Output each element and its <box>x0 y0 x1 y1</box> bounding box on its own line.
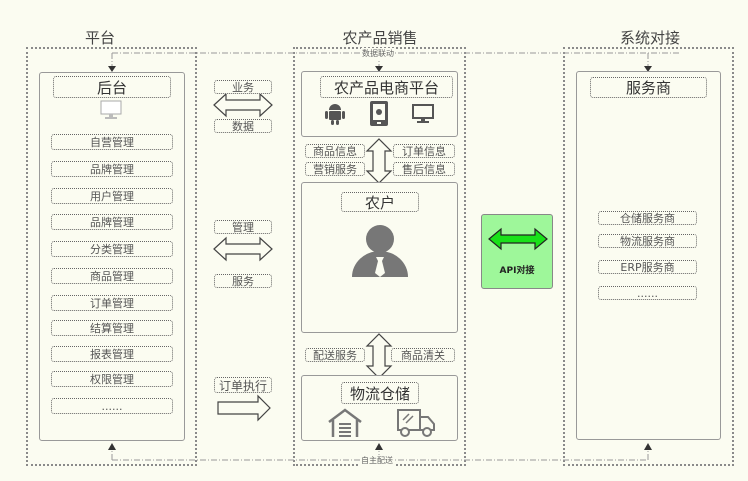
provider-item: ERP服务商 <box>598 260 697 274</box>
label-delivery-service: 配送服务 <box>305 348 365 362</box>
vertical-double-arrow-top <box>365 138 393 184</box>
label-data: 数据 <box>214 119 272 133</box>
ecommerce-title: 农产品电商平台 <box>320 76 453 98</box>
platform-panel-title: 后台 <box>53 76 171 98</box>
platform-menu-item: 分类管理 <box>51 241 173 257</box>
platform-region <box>26 47 197 466</box>
platform-menu-item: 订单管理 <box>51 295 173 311</box>
api-double-arrow-icon <box>488 227 548 251</box>
api-integration-box: API对接 <box>481 214 553 289</box>
label-product-info: 商品信息 <box>305 144 365 158</box>
arrow-down-platform <box>108 66 116 72</box>
vertical-double-arrow-bottom <box>365 333 393 379</box>
platform-menu-item: 品牌管理 <box>51 214 173 230</box>
platform-menu-item: 报表管理 <box>51 346 173 362</box>
farmer-title: 农户 <box>341 192 419 212</box>
label-order-execution: 订单执行 <box>214 377 272 393</box>
arrow-down-integration <box>644 66 652 72</box>
provider-panel <box>576 71 721 440</box>
label-customs-clearance: 商品清关 <box>391 348 455 362</box>
platform-menu-item: 商品管理 <box>51 268 173 284</box>
top-link-label: 数据联动 <box>361 48 395 59</box>
api-label: API对接 <box>499 266 535 276</box>
provider-panel-title: 服务商 <box>590 77 707 98</box>
label-service: 服务 <box>214 274 272 288</box>
label-order-info: 订单信息 <box>393 144 455 158</box>
arrow-up-platform <box>108 443 116 450</box>
arrow-up-sales <box>375 443 383 450</box>
platform-menu-item: 结算管理 <box>51 320 173 336</box>
ipad-apple-icon <box>370 101 388 126</box>
warehouse-icon <box>328 408 362 437</box>
double-arrow-business-data <box>213 92 273 118</box>
monitor-icon <box>100 100 122 119</box>
platform-menu-item: 品牌管理 <box>51 161 173 177</box>
desktop-monitor-icon <box>412 104 434 123</box>
label-management: 管理 <box>214 220 272 234</box>
delivery-truck-icon <box>397 409 435 437</box>
section-title-platform: 平台 <box>84 29 115 47</box>
integration-region <box>563 47 734 466</box>
bottom-link-label: 自主配送 <box>360 455 394 466</box>
arrow-down-sales <box>375 66 383 72</box>
provider-item: 仓储服务商 <box>598 211 697 225</box>
arrow-up-integration <box>644 443 652 450</box>
provider-item: ...... <box>598 286 697 300</box>
platform-menu-item: 权限管理 <box>51 371 173 387</box>
double-arrow-management-service <box>213 236 273 262</box>
logistics-title: 物流仓储 <box>341 382 419 404</box>
label-marketing-service: 营销服务 <box>305 162 365 176</box>
farmer-person-icon <box>352 225 408 277</box>
section-title-integration: 系统对接 <box>619 29 680 47</box>
platform-menu-item: 用户管理 <box>51 188 173 204</box>
arrow-right-order-execution <box>217 394 271 422</box>
provider-item: 物流服务商 <box>598 234 697 248</box>
label-business: 业务 <box>214 80 272 94</box>
section-title-sales: 农产品销售 <box>342 29 418 47</box>
android-icon <box>325 104 345 125</box>
label-aftersales-info: 售后信息 <box>393 162 455 176</box>
platform-menu-item: 自营管理 <box>51 134 173 150</box>
platform-menu-item: ...... <box>51 398 173 414</box>
